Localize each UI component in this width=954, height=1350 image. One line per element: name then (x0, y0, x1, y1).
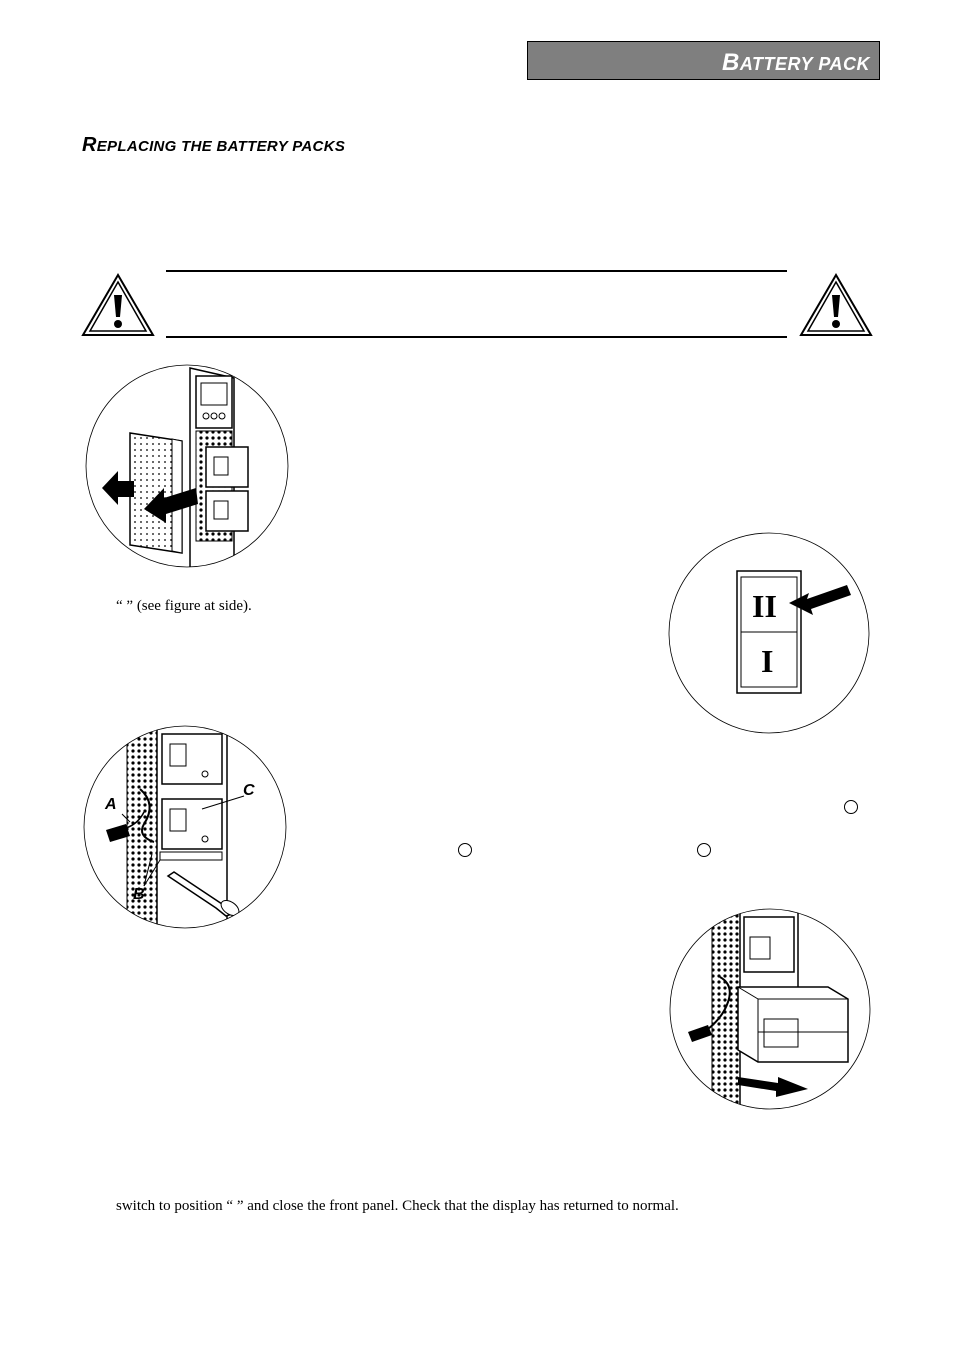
reference-circle (844, 800, 858, 814)
figure-label-b: B (133, 886, 145, 903)
section-title: REPLACING THE BATTERY PACKS (82, 134, 346, 156)
see-figure-text: “ ” (see figure at side). (116, 598, 252, 614)
switch-position-ii-label: II (752, 588, 777, 624)
warning-top-rule (166, 270, 787, 272)
reference-circle (458, 843, 472, 857)
closing-instruction-text: switch to position “ ” and close the fro… (116, 1198, 679, 1214)
battery-connector-figure (83, 725, 287, 929)
switch-position-i-label: I (761, 643, 774, 679)
warning-triangle-icon (81, 273, 155, 336)
figure-label-c: C (243, 782, 255, 799)
header-title: BATTERY PACK (721, 49, 870, 76)
front-panel-removal-figure (85, 364, 289, 568)
battery-switch-figure (668, 532, 870, 734)
warning-triangle-icon (799, 273, 873, 336)
figure-label-a: A (105, 796, 117, 813)
warning-bottom-rule (166, 336, 787, 338)
reference-circle (697, 843, 711, 857)
header-badge: BATTERY PACK (527, 41, 880, 80)
battery-pack-extraction-figure (669, 908, 871, 1110)
